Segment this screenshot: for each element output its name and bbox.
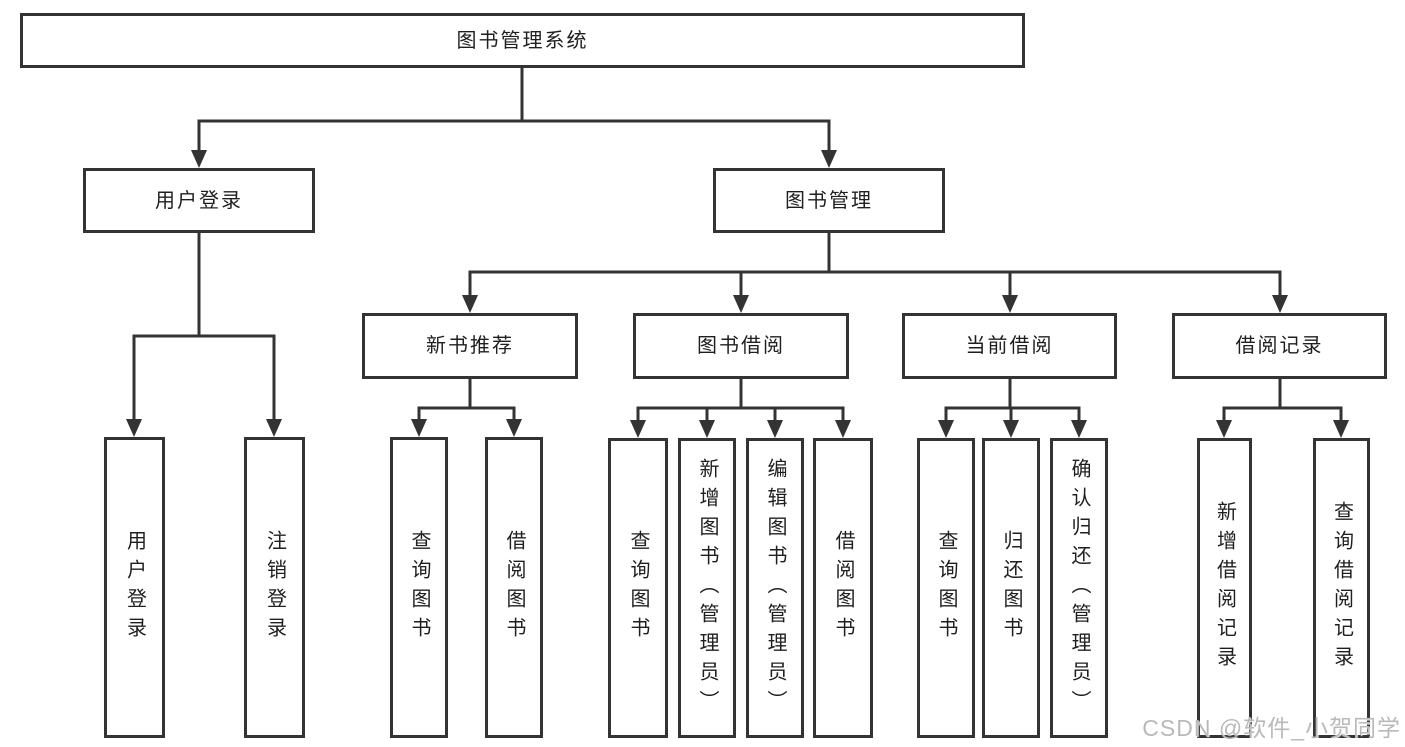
leaf-cb-confirm-return-admin-label: 确认归还（管理员） [1068,457,1090,719]
node-user-login: 用户登录 [83,168,315,233]
node-borrow-records: 借阅记录 [1172,313,1387,379]
leaf-user-login-label: 用户登录 [123,529,146,646]
leaf-bb-edit-books-admin-label: 编辑图书（管理员） [764,457,786,719]
leaf-cb-query-books: 查询图书 [917,438,975,738]
leaf-br-add-borrow-record: 新增借阅记录 [1197,438,1252,738]
node-user-login-label: 用户登录 [155,189,243,212]
leaf-br-query-borrow-record: 查询借阅记录 [1313,438,1370,738]
leaf-nbr-borrow-books: 借阅图书 [485,437,543,738]
leaf-bb-edit-books-admin: 编辑图书（管理员） [746,438,804,738]
node-root-label: 图书管理系统 [456,29,589,52]
leaf-bb-borrow-books: 借阅图书 [813,438,873,738]
node-book-borrowing-label: 图书借阅 [697,335,785,357]
leaf-logout: 注销登录 [244,437,305,738]
node-root: 图书管理系统 [20,13,1025,68]
leaf-nbr-query-books: 查询图书 [390,437,448,738]
leaf-logout-label: 注销登录 [263,529,286,646]
leaf-cb-query-books-label: 查询图书 [935,530,957,646]
node-book-borrowing: 图书借阅 [633,313,849,379]
leaf-cb-return-books: 归还图书 [982,438,1040,738]
leaf-bb-add-books-admin-label: 新增图书（管理员） [696,457,718,719]
leaf-cb-confirm-return-admin: 确认归还（管理员） [1050,438,1108,738]
leaf-br-add-borrow-record-label: 新增借阅记录 [1213,501,1236,675]
node-current-borrowing: 当前借阅 [902,313,1117,379]
leaf-cb-return-books-label: 归还图书 [1000,530,1022,646]
node-book-management: 图书管理 [713,168,945,233]
leaf-bb-query-books-label: 查询图书 [627,530,649,646]
leaf-user-login: 用户登录 [104,437,165,738]
leaf-bb-borrow-books-label: 借阅图书 [832,530,854,646]
leaf-nbr-borrow-books-label: 借阅图书 [503,529,525,646]
leaf-bb-add-books-admin: 新增图书（管理员） [678,438,736,738]
node-book-management-label: 图书管理 [785,189,873,212]
leaf-nbr-query-books-label: 查询图书 [408,529,430,646]
leaf-br-query-borrow-record-label: 查询借阅记录 [1330,501,1353,675]
leaf-bb-query-books: 查询图书 [608,438,668,738]
node-borrow-records-label: 借阅记录 [1235,335,1324,357]
node-new-book-recommend: 新书推荐 [362,313,578,379]
node-new-book-recommend-label: 新书推荐 [426,335,514,357]
node-current-borrowing-label: 当前借阅 [965,335,1054,357]
